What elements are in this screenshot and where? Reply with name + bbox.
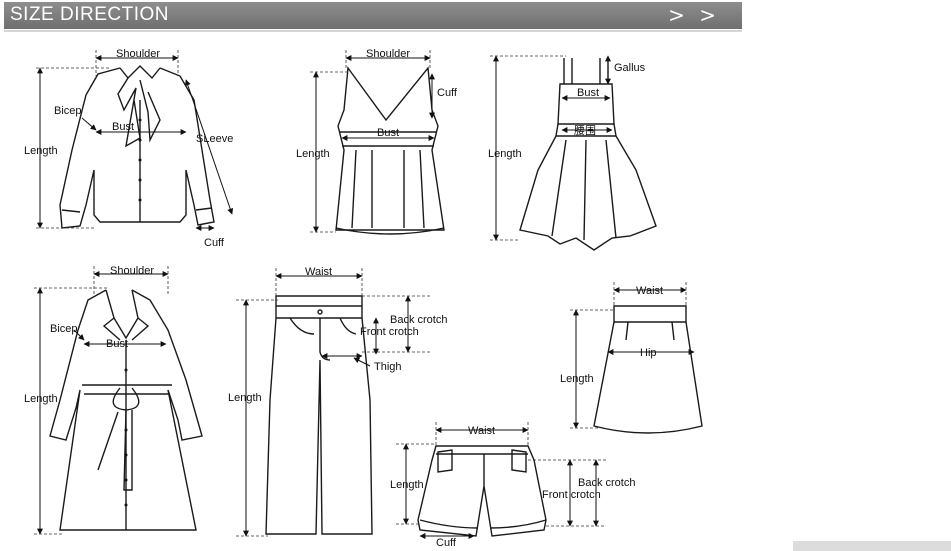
skirt-waist-label: Waist — [636, 285, 663, 297]
coat-length-label: Length — [24, 393, 58, 405]
shorts-length-label: Length — [390, 479, 424, 491]
pants-thigh-label: Thigh — [374, 361, 402, 373]
pants-front-crotch-label: Front crotch — [360, 326, 419, 338]
pants-figure — [265, 295, 373, 535]
blouse-bicep-label: Bicep — [54, 105, 82, 117]
shorts-cuff-label: Cuff — [436, 537, 457, 549]
skirt-figure — [593, 305, 703, 434]
blouse-bust-label: Bust — [112, 121, 134, 133]
blouse-cuff-label: Cuff — [204, 237, 225, 249]
skirt-length-label: Length — [560, 373, 594, 385]
dress-gallus-label: Gallus — [614, 62, 646, 74]
blouse-sleeve-label: SLeeve — [196, 133, 233, 145]
vest-length-label: Length — [296, 148, 330, 160]
pants-waist-label: Waist — [305, 266, 332, 278]
coat-shoulder-label: Shoulder — [110, 265, 154, 277]
blouse-shoulder-label: Shoulder — [116, 48, 160, 60]
skirt-dimensions — [570, 282, 695, 429]
vest-cuff-label: Cuff — [437, 87, 458, 99]
page-title: SIZE DIRECTION — [10, 4, 170, 25]
double-chevron-icon: > > — [668, 3, 720, 27]
shorts-dimensions — [396, 422, 606, 539]
vest-bust-label: Bust — [377, 127, 399, 139]
coat-dimensions — [34, 266, 169, 535]
blouse-figure — [59, 65, 215, 229]
coat-bicep-label: Bicep — [50, 323, 78, 335]
pants-length-label: Length — [228, 392, 262, 404]
vest-dimensions — [310, 50, 435, 233]
dress-bust-label: Bust — [577, 87, 599, 99]
dress-waist-label: 腰围 — [574, 124, 596, 137]
coat-figure — [49, 289, 203, 531]
shorts-back-crotch-label: Back crotch — [578, 477, 635, 489]
shorts-waist-label: Waist — [468, 425, 495, 437]
corner-bar — [793, 541, 951, 551]
pants-back-crotch-label: Back crotch — [390, 314, 447, 326]
shorts-front-crotch-label: Front crotch — [542, 489, 601, 501]
vest-shoulder-label: Shoulder — [366, 48, 410, 60]
blouse-dimensions — [36, 50, 234, 231]
header-bar: SIZE DIRECTION > > — [4, 2, 742, 29]
dress-length-label: Length — [488, 148, 522, 160]
blouse-length-label: Length — [24, 145, 58, 157]
pants-dimensions — [236, 268, 430, 537]
shorts-figure — [417, 445, 547, 537]
vest-figure — [335, 66, 445, 235]
coat-bust-label: Bust — [106, 338, 128, 350]
skirt-hip-label: Hip — [640, 347, 657, 359]
dress-dimensions — [490, 55, 613, 241]
dress-figure — [519, 58, 657, 251]
header-divider — [4, 30, 742, 32]
